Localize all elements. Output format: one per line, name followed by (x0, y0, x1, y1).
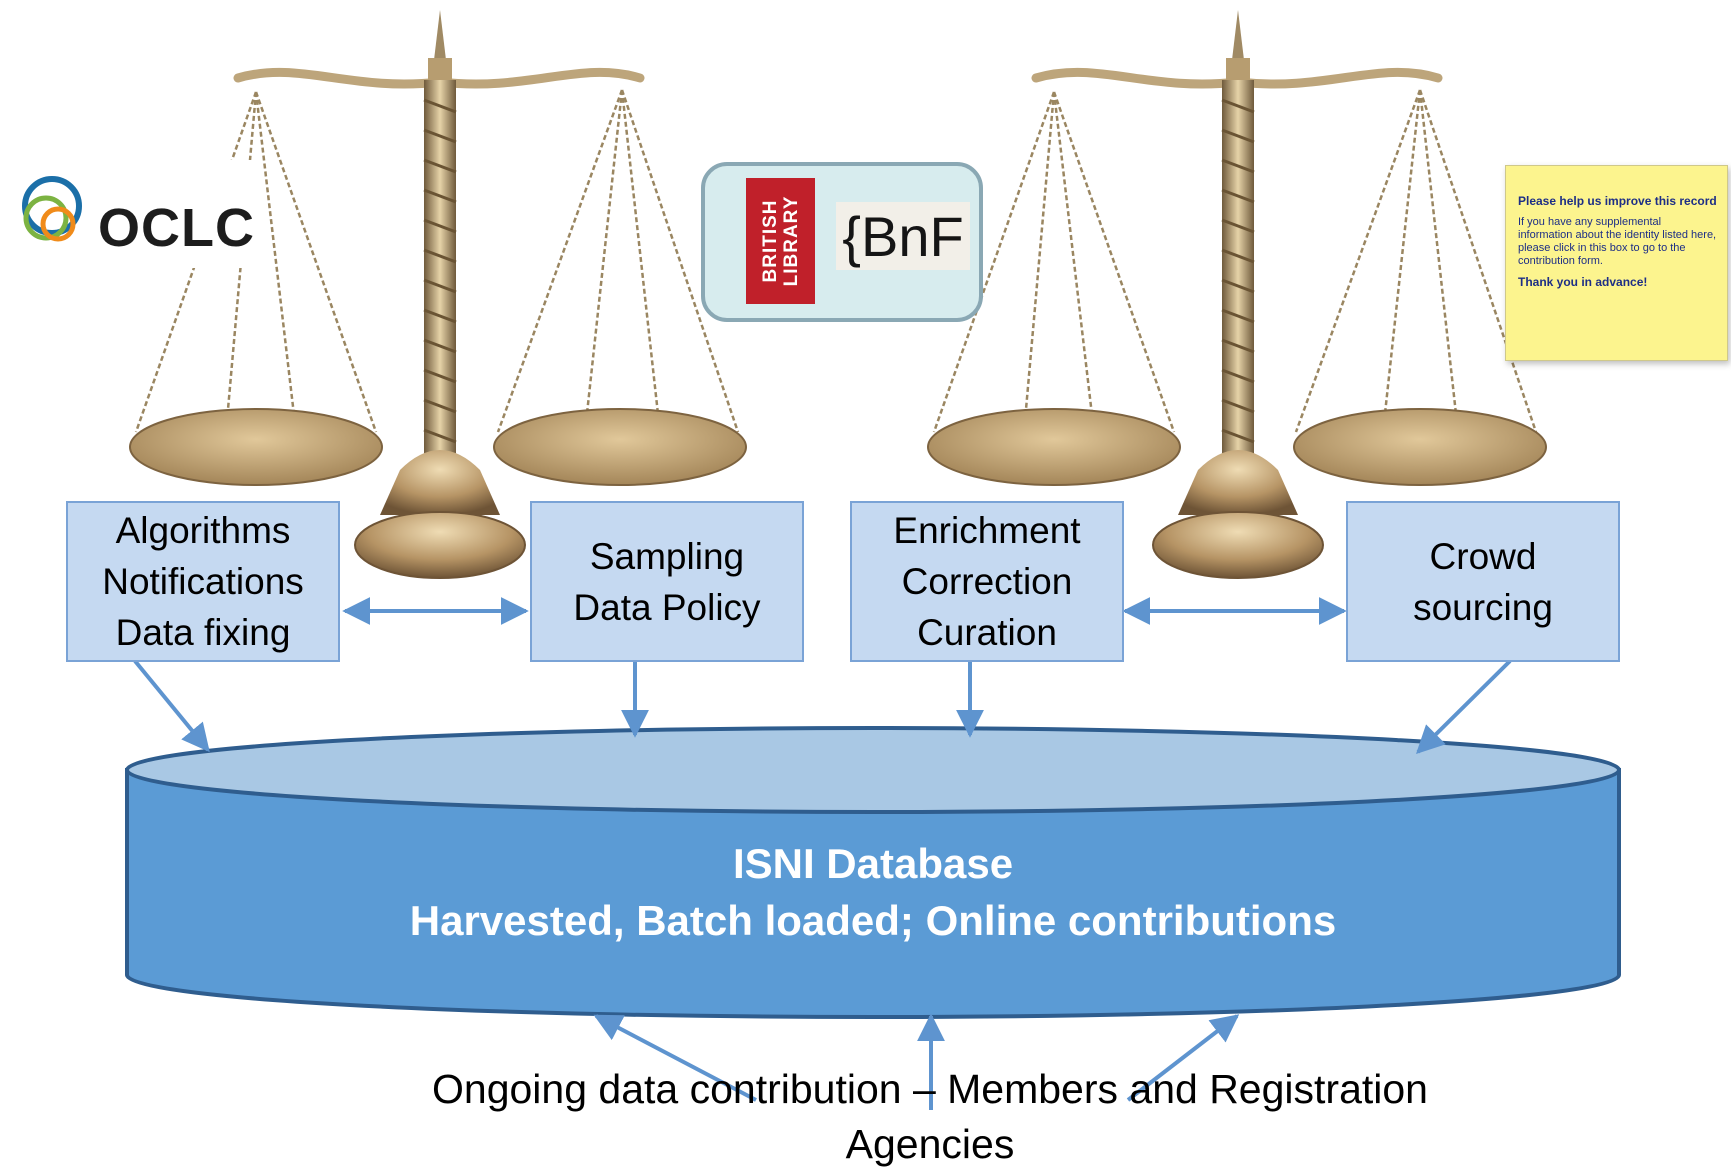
box-crowdsourcing-line-2: sourcing (1413, 586, 1553, 628)
box-algorithms-line-3: Data fixing (115, 612, 291, 653)
isni-database-cylinder (125, 726, 1621, 1019)
scale-right (927, 10, 1547, 579)
arrow-algorithms-db (133, 659, 210, 753)
arrow-crowd-db (1416, 659, 1512, 754)
bnf-logo-text: {BnF (842, 204, 964, 268)
scale-left (129, 10, 747, 579)
box-enrichment-line-3: Curation (917, 612, 1057, 653)
box-crowdsourcing: Crowd sourcing (1346, 501, 1620, 662)
feedback-note[interactable]: Please help us improve this record If yo… (1505, 165, 1728, 361)
footer-line-2: Agencies (845, 1121, 1015, 1167)
box-sampling-line-2: Data Policy (573, 586, 761, 628)
bnf-logo: {BnF (836, 202, 970, 270)
box-sampling: Sampling Data Policy (530, 501, 804, 662)
database-subtitle: Harvested, Batch loaded; Online contribu… (409, 897, 1337, 944)
feedback-body: If you have any supplemental information… (1518, 216, 1717, 267)
box-algorithms-line-1: Algorithms (115, 510, 291, 551)
feedback-thanks: Thank you in advance! (1518, 275, 1648, 289)
box-algorithms-line-2: Notifications (102, 561, 304, 602)
database-title: ISNI Database (732, 840, 1014, 887)
box-sampling-line-1: Sampling (589, 535, 745, 577)
feedback-title: Please help us improve this record (1518, 194, 1717, 208)
box-enrichment-line-2: Correction (901, 561, 1073, 602)
box-enrichment: Enrichment Correction Curation (850, 501, 1124, 662)
footer-line-1: Ongoing data contribution – Members and … (432, 1066, 1428, 1112)
box-algorithms: Algorithms Notifications Data fixing (66, 501, 340, 662)
british-library-logo: BRITISH LIBRARY (746, 178, 815, 304)
box-crowdsourcing-line-1: Crowd (1429, 535, 1537, 577)
arrow-contribution-right (1126, 1014, 1240, 1102)
oclc-rings-icon (22, 176, 82, 242)
box-enrichment-line-1: Enrichment (893, 510, 1081, 551)
oclc-logo (0, 160, 255, 268)
arrow-contribution-left (593, 1014, 757, 1102)
oclc-logo-text: OCLC (98, 198, 255, 258)
